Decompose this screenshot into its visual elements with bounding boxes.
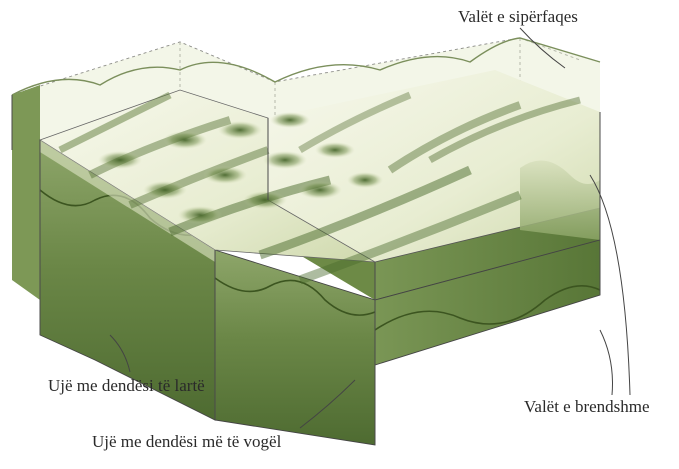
label-dense-water: Ujë me dendësi të lartë [48, 376, 205, 395]
leader-less-dense-water [299, 379, 356, 429]
leader-internal-waves [599, 329, 613, 396]
leader-lines [109, 27, 631, 429]
leader-surface-waves [519, 27, 566, 69]
label-internal-waves: Valët e brendshme [524, 397, 650, 416]
label-less-dense-water: Ujë me dendësi më të vogël [92, 432, 282, 451]
leader-internal-waves-2 [589, 174, 631, 396]
wave-bumps [98, 112, 383, 224]
lower-block [12, 85, 601, 446]
box-edges [11, 95, 601, 445]
label-surface-waves: Valët e sipërfaqes [458, 7, 578, 26]
leader-dense-water [109, 334, 131, 373]
